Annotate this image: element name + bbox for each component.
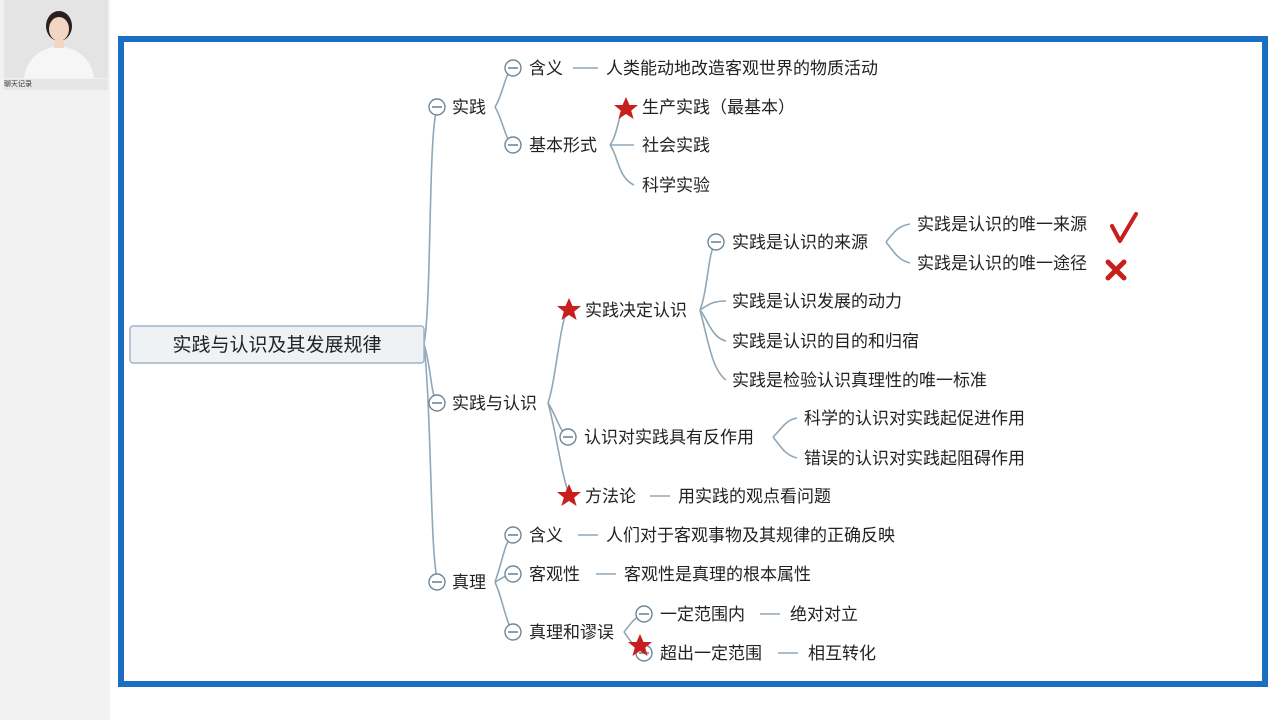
root-node[interactable]: 实践与认识及其发展规律 — [129, 325, 425, 364]
node-practice-cognition[interactable]: 实践与认识 — [452, 394, 537, 414]
minus-circle-icon[interactable] — [504, 59, 522, 77]
minus-circle-icon[interactable] — [504, 136, 522, 154]
node-beyond-range-text[interactable]: 相互转化 — [808, 644, 876, 664]
node-practice-meaning[interactable]: 含义 — [529, 59, 563, 79]
node-form-social[interactable]: 社会实践 — [642, 136, 710, 156]
node-source[interactable]: 实践是认识的来源 — [732, 233, 868, 253]
node-standard[interactable]: 实践是检验认识真理性的唯一标准 — [732, 371, 987, 391]
node-labels: 实践 含义 人类能动地改造客观世界的物质活动 基本形式 生产实践（最基本） 社会… — [452, 59, 1087, 664]
node-beyond-range[interactable]: 超出一定范围 — [660, 644, 762, 664]
webcam-view — [4, 0, 108, 78]
annotations — [557, 97, 1138, 656]
minus-circle-icon[interactable] — [707, 233, 725, 251]
collapse-toggles[interactable] — [428, 59, 725, 662]
connectors — [423, 67, 911, 654]
node-within-range[interactable]: 一定范围内 — [660, 605, 745, 625]
node-form-production[interactable]: 生产实践（最基本） — [642, 98, 795, 118]
node-basic-forms[interactable]: 基本形式 — [529, 136, 597, 156]
minus-circle-icon[interactable] — [428, 394, 446, 412]
minus-circle-icon[interactable] — [504, 623, 522, 641]
node-practice[interactable]: 实践 — [452, 98, 486, 118]
minus-circle-icon[interactable] — [504, 526, 522, 544]
minus-circle-icon[interactable] — [428, 98, 446, 116]
node-truth-meaning-text[interactable]: 人们对于客观事物及其规律的正确反映 — [606, 526, 895, 546]
root-label: 实践与认识及其发展规律 — [172, 334, 381, 356]
minus-circle-icon[interactable] — [504, 565, 522, 583]
watermark: 中国文职 — [1060, 44, 1153, 69]
node-reaction-negative[interactable]: 错误的认识对实践起阻碍作用 — [804, 449, 1025, 469]
check-icon — [1110, 212, 1138, 243]
chat-record-label[interactable]: 聊天记录 — [4, 79, 108, 90]
star-icon — [557, 298, 581, 320]
node-truth-meaning[interactable]: 含义 — [529, 526, 563, 546]
node-goal[interactable]: 实践是认识的目的和归宿 — [732, 332, 919, 352]
node-source-only[interactable]: 实践是认识的唯一来源 — [917, 215, 1087, 235]
node-source-path[interactable]: 实践是认识的唯一途径 — [917, 254, 1087, 274]
node-reaction[interactable]: 认识对实践具有反作用 — [584, 428, 754, 448]
node-methodology[interactable]: 方法论 — [585, 487, 636, 507]
minus-circle-icon[interactable] — [635, 605, 653, 623]
minus-circle-icon[interactable] — [428, 573, 446, 591]
video-sidebar: 聊天记录 — [0, 0, 110, 720]
node-practice-decides[interactable]: 实践决定认识 — [585, 301, 687, 321]
node-within-range-text[interactable]: 绝对对立 — [790, 605, 858, 625]
node-truth-error[interactable]: 真理和谬误 — [529, 623, 614, 643]
presenter-image — [4, 0, 108, 78]
minus-circle-icon[interactable] — [559, 428, 577, 446]
node-objectivity-text[interactable]: 客观性是真理的根本属性 — [624, 565, 811, 585]
node-practice-meaning-text[interactable]: 人类能动地改造客观世界的物质活动 — [606, 59, 878, 79]
star-icon — [614, 97, 638, 119]
node-reaction-positive[interactable]: 科学的认识对实践起促进作用 — [804, 409, 1025, 429]
node-methodology-text[interactable]: 用实践的观点看问题 — [678, 487, 831, 507]
node-objectivity[interactable]: 客观性 — [529, 565, 580, 585]
cross-icon — [1105, 259, 1127, 281]
node-form-science[interactable]: 科学实验 — [642, 176, 710, 196]
star-icon — [557, 484, 581, 506]
node-power[interactable]: 实践是认识发展的动力 — [732, 292, 902, 312]
node-truth[interactable]: 真理 — [452, 573, 486, 593]
